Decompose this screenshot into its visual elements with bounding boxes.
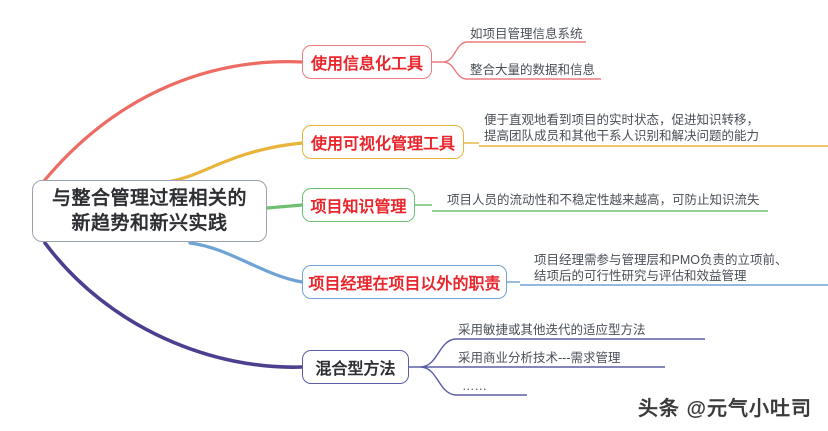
leaf-text: 结项后的可行性研究与评估和效益管理 <box>534 269 747 283</box>
branch-label: 使用可视化管理工具 <box>311 136 456 153</box>
edge-to-branch-1 <box>170 141 304 183</box>
branch-node-information-tools[interactable]: 使用信息化工具 <box>302 45 432 79</box>
branch-label: 项目经理在项目以外的职责 <box>308 276 501 293</box>
watermark: 头条 @元气小吐司 <box>637 398 812 420</box>
branch-node-pm-responsibilities-outside-project[interactable]: 项目经理在项目以外的职责 <box>302 265 507 299</box>
leaf-item[interactable]: 整合大量的数据和信息 <box>470 62 595 78</box>
leaf-text: 如项目管理信息系统 <box>470 27 583 41</box>
edge-to-branch-2 <box>265 203 304 210</box>
edge-to-branch-3 <box>188 241 304 284</box>
leaf-item[interactable]: 项目经理需参与管理层和PMO负责的立项前、 结项后的可行性研究与评估和效益管理 <box>534 252 787 284</box>
leaf-text: 便于直观地看到项目的实时状态，促进知识转移， <box>484 113 760 127</box>
leaf-item[interactable]: 项目人员的流动性和不稳定性越来越高，可防止知识流失 <box>447 192 760 208</box>
bracket-branch-0 <box>432 41 467 80</box>
root-label-line2: 新趋势和新兴实践 <box>71 213 228 234</box>
branch-node-visual-management-tools[interactable]: 使用可视化管理工具 <box>302 125 464 159</box>
leaf-text: …… <box>462 379 487 393</box>
branch-label: 混合型方法 <box>315 361 396 378</box>
edge-to-branch-0 <box>42 60 304 183</box>
leaf-text: 采用敏捷或其他迭代的适应型方法 <box>458 323 646 337</box>
leaf-text: 采用商业分析技术---需求管理 <box>458 351 621 365</box>
branch-label: 使用信息化工具 <box>311 56 424 73</box>
leaf-text: 提高团队成员和其他干系人识别和解决问题的能力 <box>484 129 760 143</box>
leaf-text: 整合大量的数据和信息 <box>470 63 596 77</box>
branch-node-hybrid-methods[interactable]: 混合型方法 <box>302 350 409 384</box>
leaf-item[interactable]: 便于直观地看到项目的实时状态，促进知识转移， 提高团队成员和其他干系人识别和解决… <box>484 112 759 144</box>
branch-node-project-knowledge-management[interactable]: 项目知识管理 <box>302 188 415 222</box>
root-node[interactable]: 与整合管理过程相关的 新趋势和新兴实践 <box>32 180 267 242</box>
leaf-item[interactable]: 采用敏捷或其他迭代的适应型方法 <box>458 322 646 338</box>
leaf-item[interactable]: 如项目管理信息系统 <box>470 26 583 42</box>
edge-to-branch-4 <box>43 241 304 369</box>
leaf-item[interactable]: …… <box>462 378 487 394</box>
leaf-text: 项目经理需参与管理层和PMO负责的立项前、 <box>534 253 788 267</box>
leaf-item[interactable]: 采用商业分析技术---需求管理 <box>458 350 621 366</box>
branch-label: 项目知识管理 <box>310 199 407 216</box>
root-label-line1: 与整合管理过程相关的 <box>51 188 247 209</box>
bracket-branch-4 <box>409 338 456 396</box>
leaf-text: 项目人员的流动性和不稳定性越来越高，可防止知识流失 <box>447 193 760 207</box>
